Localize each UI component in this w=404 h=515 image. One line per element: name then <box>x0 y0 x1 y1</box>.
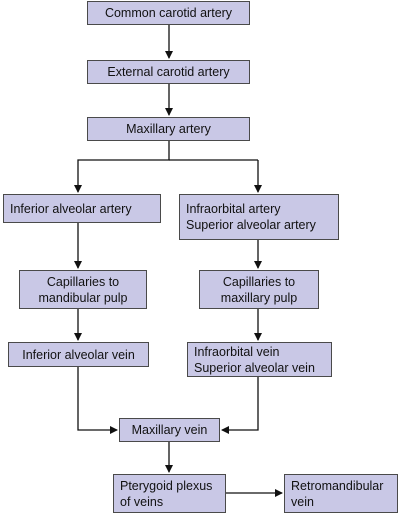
node-label-line-2: maxillary pulp <box>220 290 298 305</box>
node-label: Inferior alveolar artery <box>10 201 132 216</box>
node-common-carotid-artery: Common carotid artery <box>87 1 250 25</box>
arrow-inf-vein-to-maxillary-vein <box>77 367 118 434</box>
node-label: Common carotid artery <box>104 6 233 20</box>
node-infraorbital-superior-alveolar-artery: Infraorbital artery Superior alveolar ar… <box>179 194 339 240</box>
node-label-line-1: Capillaries to <box>46 274 120 289</box>
node-label-line-2: Superior alveolar artery <box>186 218 316 232</box>
branch-maxillary-artery <box>74 141 170 193</box>
node-label: Maxillary vein <box>131 423 208 437</box>
node-infraorbital-superior-alveolar-vein: Infraorbital vein Superior alveolar vein <box>187 342 332 377</box>
node-label-line-1: Pterygoid plexus <box>120 478 213 493</box>
node-label-line-2: vein <box>291 494 314 509</box>
node-label-line-2: of veins <box>120 494 164 509</box>
node-retromandibular-vein: Retromandibular vein <box>284 474 398 513</box>
node-capillaries-maxillary-pulp: Capillaries to maxillary pulp <box>199 270 319 309</box>
node-label: Inferior alveolar vein <box>22 347 135 362</box>
node-inferior-alveolar-vein: Inferior alveolar vein <box>8 342 149 367</box>
node-label: External carotid artery <box>107 65 230 79</box>
node-label: Maxillary artery <box>126 122 211 136</box>
node-label-line-1: Capillaries to <box>222 274 296 289</box>
node-external-carotid-artery: External carotid artery <box>87 60 250 84</box>
node-capillaries-mandibular-pulp: Capillaries to mandibular pulp <box>19 270 147 309</box>
node-maxillary-vein: Maxillary vein <box>119 418 220 442</box>
node-inferior-alveolar-artery: Inferior alveolar artery <box>3 194 161 223</box>
node-label-line-1: Infraorbital vein <box>194 344 280 359</box>
node-pterygoid-plexus-of-veins: Pterygoid plexus of veins <box>113 474 226 513</box>
node-label-line-2: Superior alveolar vein <box>194 360 315 375</box>
node-label-line-2: mandibular pulp <box>38 290 128 305</box>
arrow-sup-vein-to-maxillary-vein <box>221 377 259 434</box>
node-maxillary-artery: Maxillary artery <box>87 117 250 141</box>
node-label-line-1: Infraorbital artery <box>186 202 281 216</box>
node-label-line-1: Retromandibular <box>291 478 384 493</box>
